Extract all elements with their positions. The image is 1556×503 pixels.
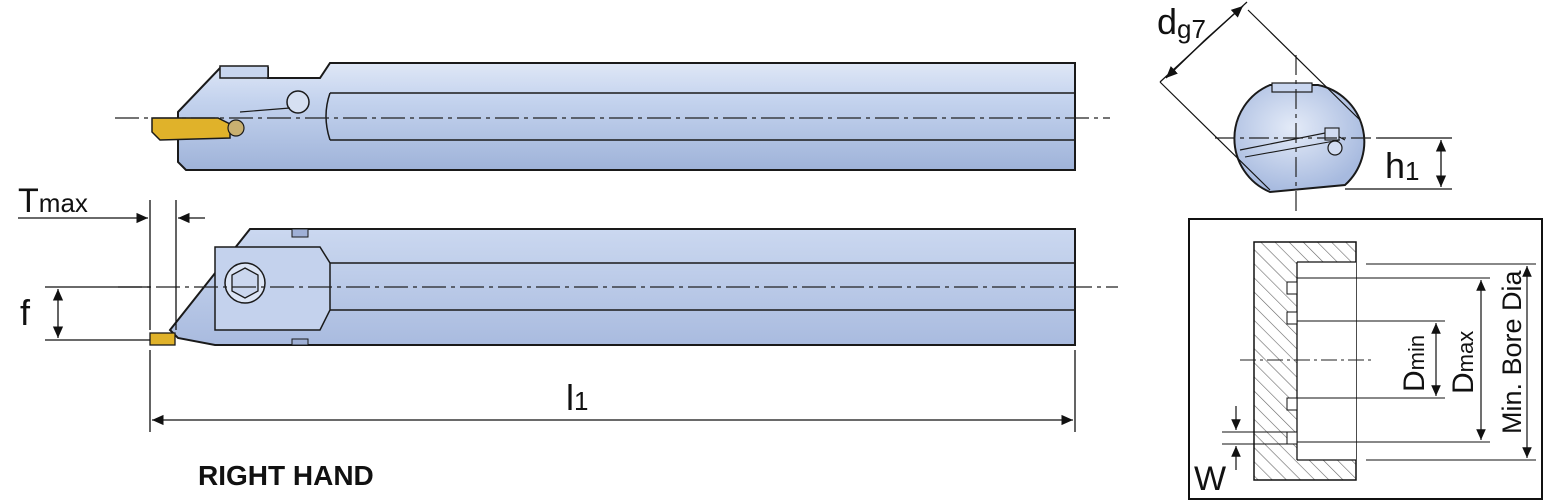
min-bore-dia-label: Min. Bore Dia — [1497, 269, 1527, 434]
f-dimension: f — [20, 286, 150, 341]
bore-detail-frame — [1188, 218, 1543, 500]
top-insert — [151, 117, 231, 141]
dmax-label: Dmax — [1447, 331, 1480, 394]
dg7-label: dg7 — [1157, 1, 1206, 44]
f-label: f — [20, 292, 31, 333]
end-view: dg7 h1 — [1157, 1, 1452, 212]
tmax-dimension: Tmax — [18, 182, 205, 330]
tmax-label: Tmax — [18, 182, 88, 220]
bore-detail: Dmin Dmax Min. Bore Dia W — [1188, 218, 1543, 500]
h1-label: h1 — [1385, 145, 1420, 186]
top-bar-body — [177, 62, 1076, 171]
l1-dimension: l1 — [149, 350, 1076, 432]
l1-label: l1 — [566, 377, 588, 418]
caption-right-hand: RIGHT HAND — [198, 460, 374, 491]
side-insert — [149, 332, 176, 346]
screw-circle — [286, 90, 310, 114]
top-view — [115, 62, 1110, 171]
side-view — [118, 228, 1118, 346]
dmin-label: Dmin — [1398, 335, 1431, 392]
w-label: W — [1194, 460, 1226, 498]
